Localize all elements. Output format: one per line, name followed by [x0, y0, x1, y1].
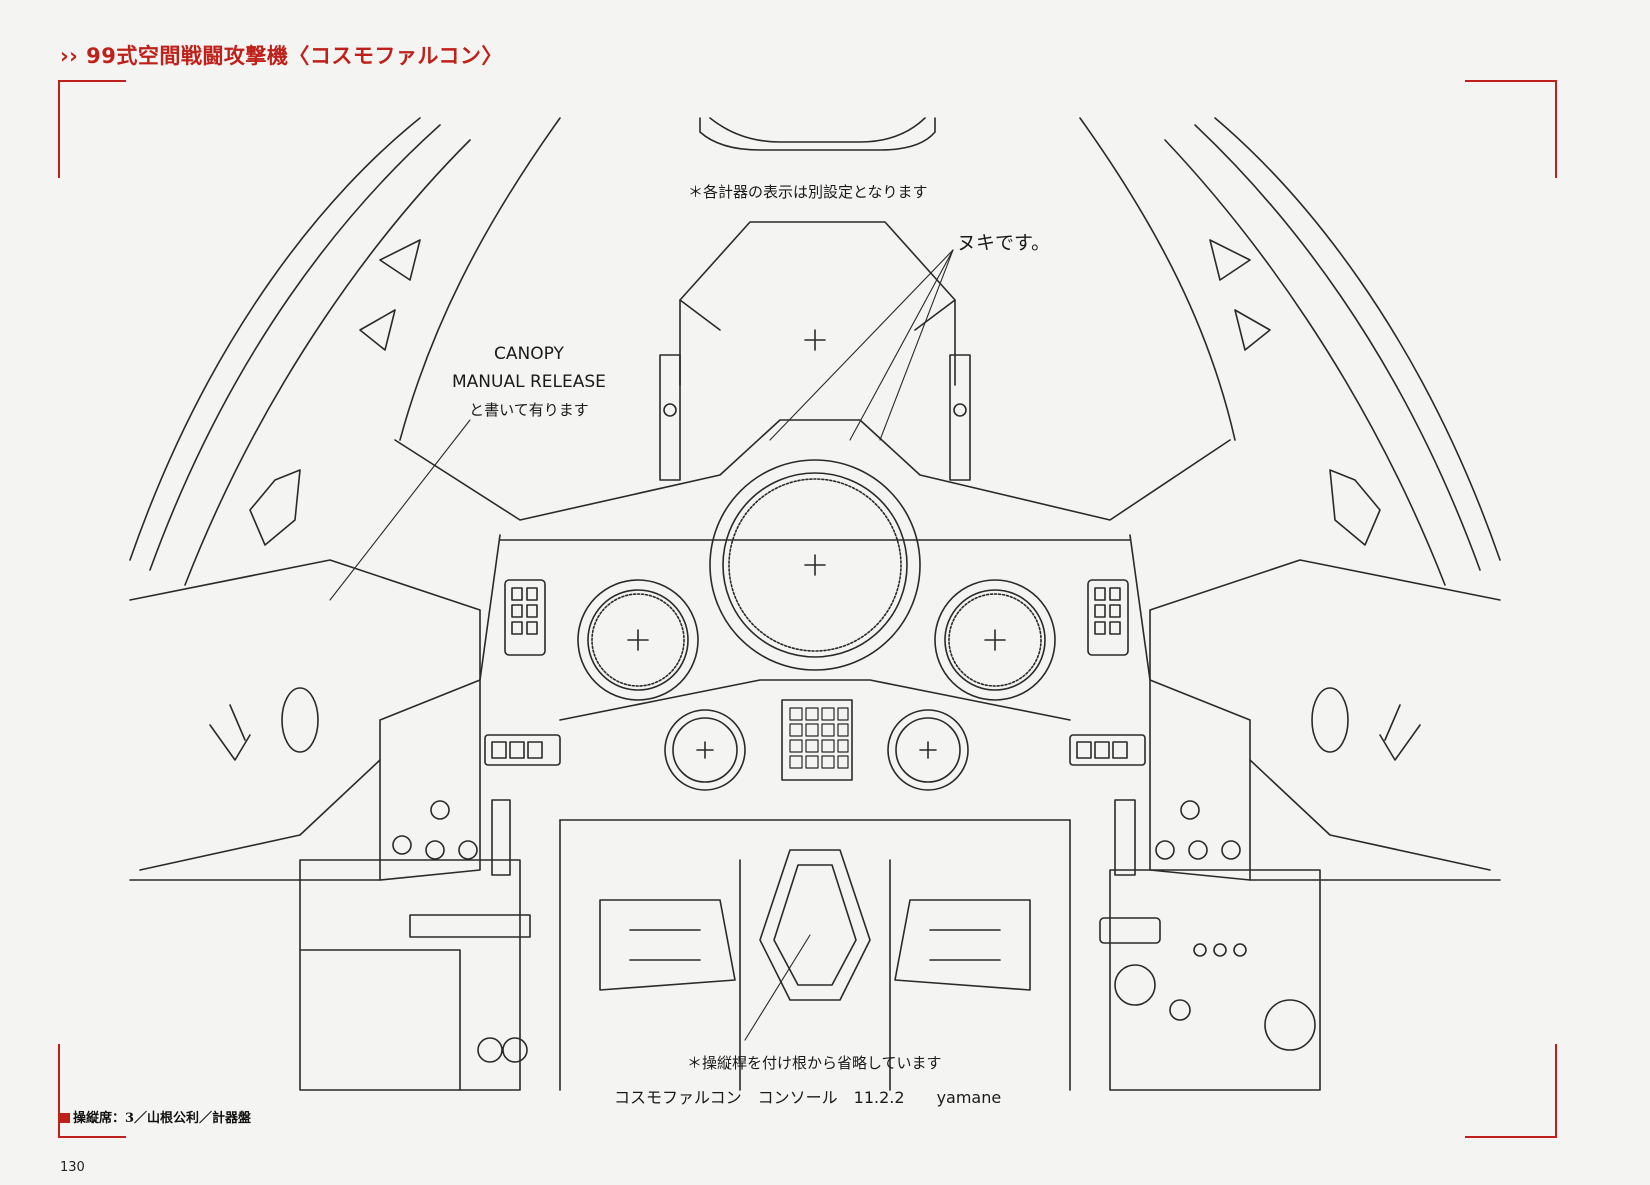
lower-left-gauge [664, 709, 746, 791]
right-lower-console [1099, 869, 1321, 1091]
canopy-line-1: CANOPY [494, 344, 564, 364]
canopy-line-2: MANUAL RELEASE [452, 372, 606, 392]
right-switch-bank [1069, 579, 1241, 876]
left-lower-console [299, 859, 531, 1091]
figure-caption: 操縦席：3／山根公利／計器盤 [60, 1107, 251, 1126]
canopy-frame [129, 117, 1501, 586]
right-side-panel [1149, 239, 1501, 881]
note-control-stick: ＊操縦桿を付け根から省略しています [687, 1054, 942, 1072]
page-number: 130 [60, 1160, 85, 1175]
hud-frame [659, 221, 971, 481]
caption-square-icon [60, 1113, 70, 1123]
left-side-panel [129, 239, 481, 881]
lower-right-gauge [887, 709, 969, 791]
floor-and-pedals [559, 819, 1071, 1091]
annotation-leaders [329, 249, 954, 1041]
canopy-line-3: と書いて有ります [469, 401, 589, 419]
caption-text: 操縦席：3／山根公利／計器盤 [73, 1111, 252, 1126]
note-gauge-displays: ＊各計器の表示は別設定となります [688, 183, 928, 201]
main-console [379, 419, 1251, 881]
left-gauge [577, 579, 699, 701]
canopy-release-note: CANOPY MANUAL RELEASE と書いて有ります [452, 340, 606, 424]
crop-mark-top-left [58, 80, 126, 178]
right-gauge [934, 579, 1056, 701]
note-cutout: ヌキです。 [957, 232, 1051, 254]
center-keypad [781, 699, 853, 781]
crop-mark-top-right [1465, 80, 1557, 178]
drawing-signature: コスモファルコン コンソール 11.2.2 yamane [614, 1088, 1002, 1107]
crop-mark-bottom-left [58, 1044, 126, 1138]
page-header-title: ›› 99式空間戦闘攻撃機〈コスモファルコン〉 [60, 44, 503, 68]
crop-mark-bottom-right [1465, 1044, 1557, 1138]
center-display [709, 459, 921, 671]
left-switch-bank [392, 579, 561, 876]
